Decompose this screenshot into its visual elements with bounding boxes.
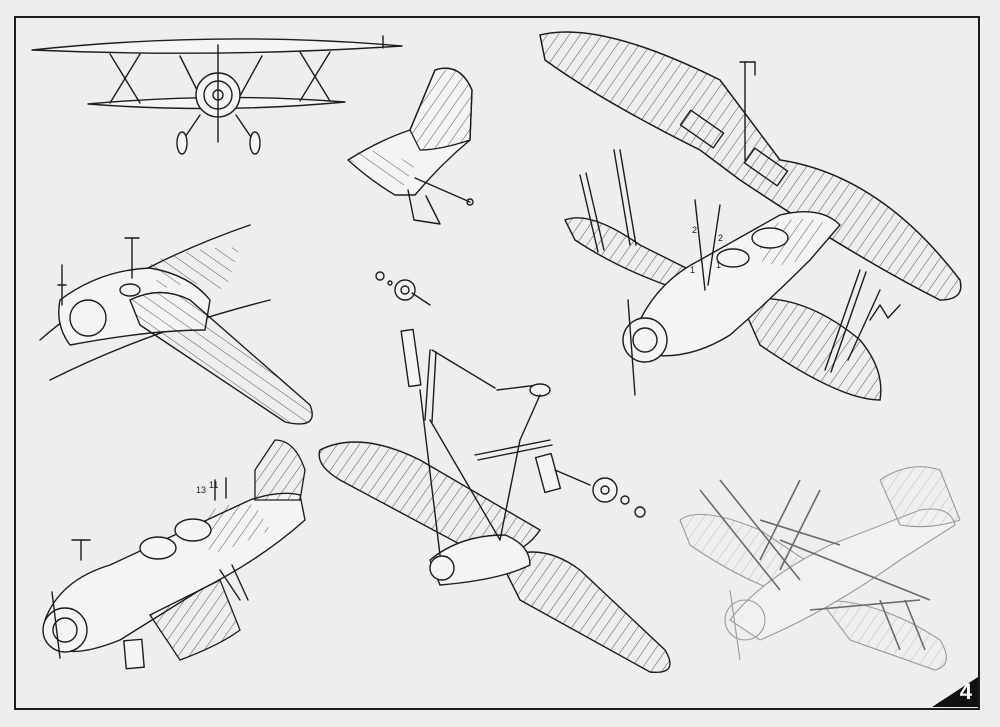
undercarriage-exploded-view (318, 271, 671, 674)
callout-2-right: 2 (718, 233, 723, 243)
page-number-badge: 4 (932, 677, 978, 707)
tail-detail (347, 67, 474, 225)
callout-11: 11 (209, 480, 218, 490)
wing-root-detail (39, 224, 313, 425)
callout-1-left: 1 (690, 265, 695, 275)
fuselage-assembly: 13 11 (42, 439, 306, 670)
rigging-diagram (679, 466, 961, 671)
page-border (14, 16, 980, 710)
page-number: 4 (959, 679, 972, 704)
callout-1-right: 1 (716, 260, 721, 270)
callout-13: 13 (196, 485, 206, 495)
callout-2-left: 2 (692, 225, 697, 235)
front-view-biplane (31, 35, 403, 155)
completed-biplane: 2 2 1 1 (539, 31, 962, 401)
